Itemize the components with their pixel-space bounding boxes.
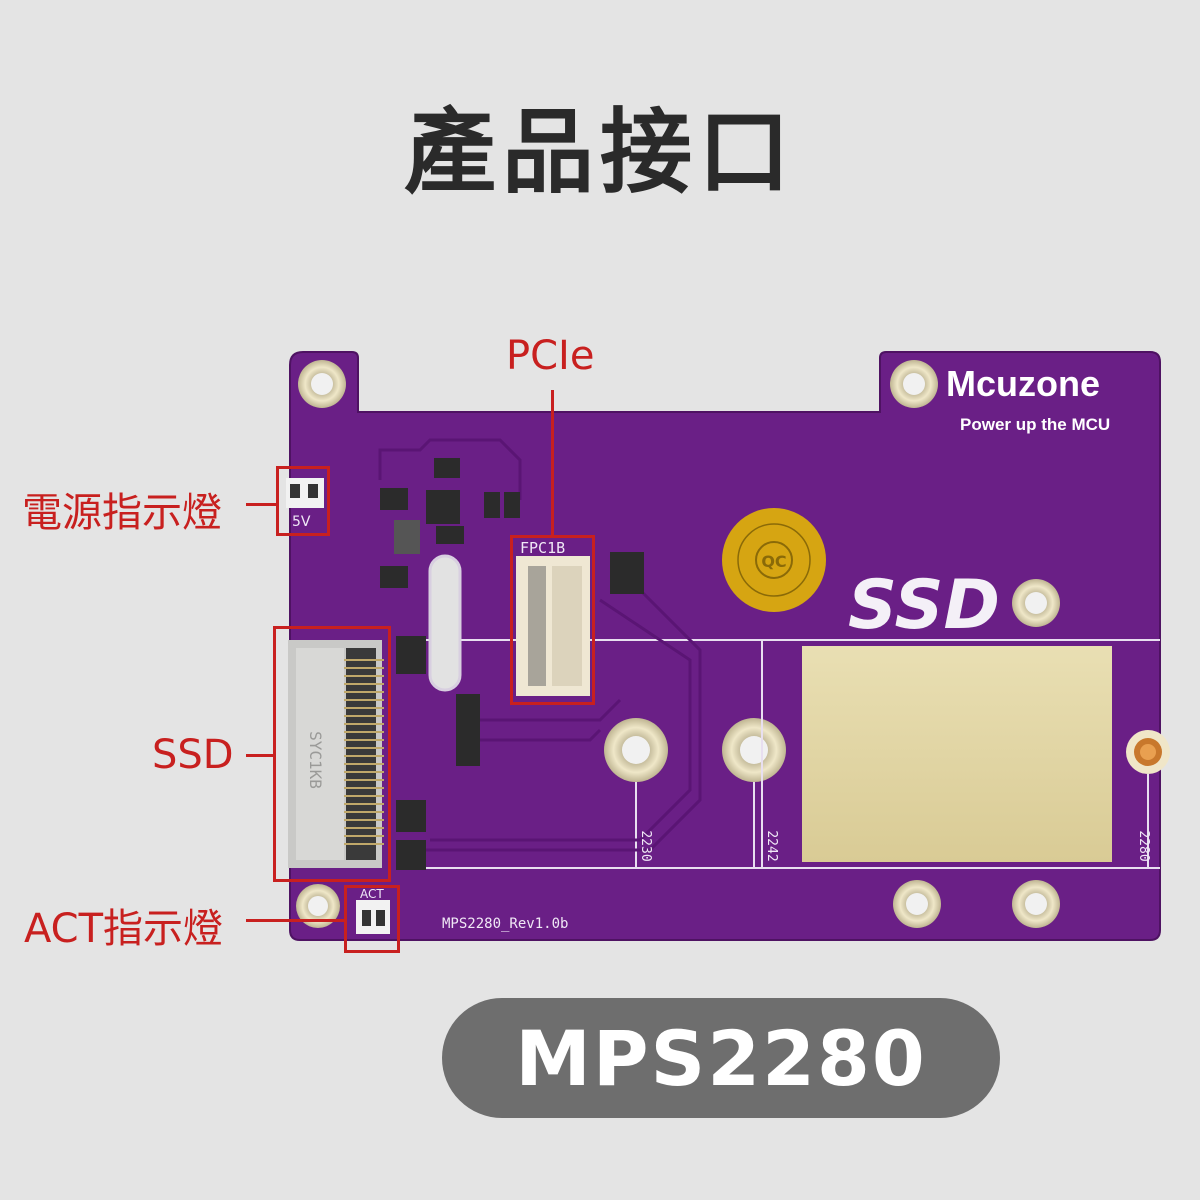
callout-ssd-box (273, 626, 391, 882)
silk-revision: MPS2280_Rev1.0b (442, 916, 568, 932)
callout-power-led-line (246, 503, 276, 506)
power-led (286, 478, 324, 508)
callout-power-led-box (276, 466, 330, 536)
callout-act-led: ACT指示燈 (24, 906, 224, 952)
callout-ssd-line (246, 754, 274, 757)
brand-logo: Mcuzone (946, 363, 1100, 404)
ssd-pad-area (802, 646, 1112, 862)
mounting-hole-bottom-mid (893, 880, 941, 928)
silk-fpc-label: FPC1B (520, 539, 565, 557)
silk-connector-label: SYC1KB (306, 731, 325, 789)
smd-components (380, 458, 644, 870)
silk-5v-label: 5V (292, 514, 311, 530)
connector-pins (344, 659, 384, 845)
callout-pcie-line (551, 390, 554, 536)
silk-ssd-label: SSD (848, 566, 1000, 645)
qc-sticker (722, 508, 826, 612)
fpc-connector (516, 556, 590, 696)
callout-pcie-box (510, 535, 595, 705)
qc-label: QC (761, 552, 786, 571)
pcb-traces (378, 438, 702, 852)
mounting-hole-bottom-right (1012, 880, 1060, 928)
model-name-badge: MPS2280 (442, 998, 1000, 1118)
callout-power-led: 電源指示燈 (22, 490, 222, 536)
m2-connector (288, 640, 384, 868)
mounting-hole-ssd-top (1012, 579, 1060, 627)
board-slot (428, 554, 462, 692)
mounting-hole-top-left (298, 360, 346, 408)
copper-standoff (1126, 730, 1170, 774)
callout-act-led-line (246, 919, 344, 922)
size-label-2280: 2280 (1136, 830, 1151, 861)
mounting-hole-top-right (890, 360, 938, 408)
mounting-hole-2242 (722, 718, 786, 782)
brand-tagline: Power up the MCU (960, 415, 1110, 434)
size-label-2230: 2230 (638, 830, 653, 861)
callout-act-led-box (344, 885, 400, 953)
silk-act-label: ACT (360, 887, 384, 901)
size-label-2242: 2242 (764, 830, 779, 861)
act-led (356, 900, 390, 934)
page-title: 產品接口 (403, 99, 796, 206)
mounting-hole-2230 (604, 718, 668, 782)
callout-pcie: PCIe (506, 333, 595, 379)
callout-ssd: SSD (152, 732, 234, 778)
mounting-hole-bottom-left (296, 884, 340, 928)
